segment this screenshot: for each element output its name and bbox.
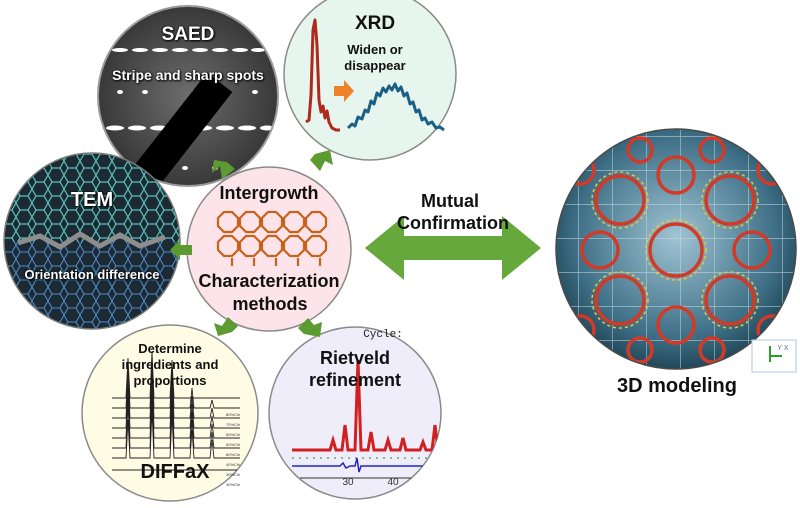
model-title: 3D modeling: [616, 375, 737, 397]
diffax-legend: 80%Chi 70%Chi 60%Chi 50%Chi 60%Chi 40%Ch…: [226, 410, 254, 490]
intergrowth-framework-image: [216, 210, 328, 266]
diffax-panel: [81, 324, 259, 502]
rietveld-cycle-label: Cycle:: [363, 329, 403, 341]
center-title: Intergrowth: [219, 183, 319, 203]
saed-title: SAED: [161, 24, 215, 45]
saed-caption: Stripe and sharp spots: [112, 67, 264, 83]
rietveld-tick-40: 40: [387, 477, 399, 488]
diffax-legend-item: 40%Chi: [226, 462, 241, 467]
model-panel: [555, 128, 797, 373]
center-panel: [186, 166, 352, 332]
xrd-caption-line1: Widen or: [347, 42, 403, 57]
diffax-legend-item: 40%Chi: [226, 482, 241, 487]
axis-widget-icon: [769, 346, 782, 362]
diffax-caption-line3: proportions: [133, 373, 207, 388]
xrd-panel: [283, 0, 457, 161]
xrd-orange-arrow: [334, 80, 354, 102]
diffax-legend-item: 50%Chi: [226, 442, 241, 447]
diffax-legend-item: 60%Chi: [226, 452, 241, 457]
arrow-to-xrd: [310, 150, 333, 171]
axis-widget-label: Y X: [777, 345, 789, 352]
center-subtitle-line2: methods: [232, 294, 308, 314]
rietveld-tick-30: 30: [342, 477, 354, 488]
diffax-title: DIFFaX: [140, 461, 210, 483]
link-label-line2: Confirmation: [397, 213, 509, 233]
xrd-caption-line2: disappear: [344, 58, 406, 73]
arrow-to-rietveld: [298, 318, 322, 337]
mutual-double-arrow: [365, 216, 541, 280]
link-label-line1: Mutual: [421, 191, 479, 211]
xrd-sharp-peak-curve: [305, 18, 340, 132]
diffax-caption-line1: Determine: [138, 341, 202, 356]
diffax-legend-item: 70%Chi: [226, 422, 241, 427]
diffax-legend-item: 30%Chi: [226, 472, 241, 477]
center-subtitle-line1: Characterization: [198, 271, 340, 291]
diffax-caption-line2: ingredients and: [121, 357, 219, 372]
green-arrows: [170, 150, 541, 337]
arrow-to-tem: [170, 240, 192, 260]
xrd-title: XRD: [354, 13, 396, 34]
rietveld-title-line2: refinement: [308, 370, 402, 390]
rietveld-title-line1: Rietveld: [319, 348, 391, 368]
diffax-legend-item: 60%Chi: [226, 432, 241, 437]
arrow-to-saed: [212, 160, 235, 179]
rietveld-fit-curve: [292, 359, 441, 452]
tem-caption: Orientation difference: [24, 267, 160, 282]
rietveld-difference-curve: [292, 457, 441, 473]
saed-panel: [97, 5, 279, 187]
arrow-to-diffax: [214, 317, 238, 336]
diffax-legend-item: 80%Chi: [226, 412, 241, 417]
tem-title: TEM: [70, 189, 114, 211]
xrd-broad-hump-curve: [346, 82, 445, 132]
